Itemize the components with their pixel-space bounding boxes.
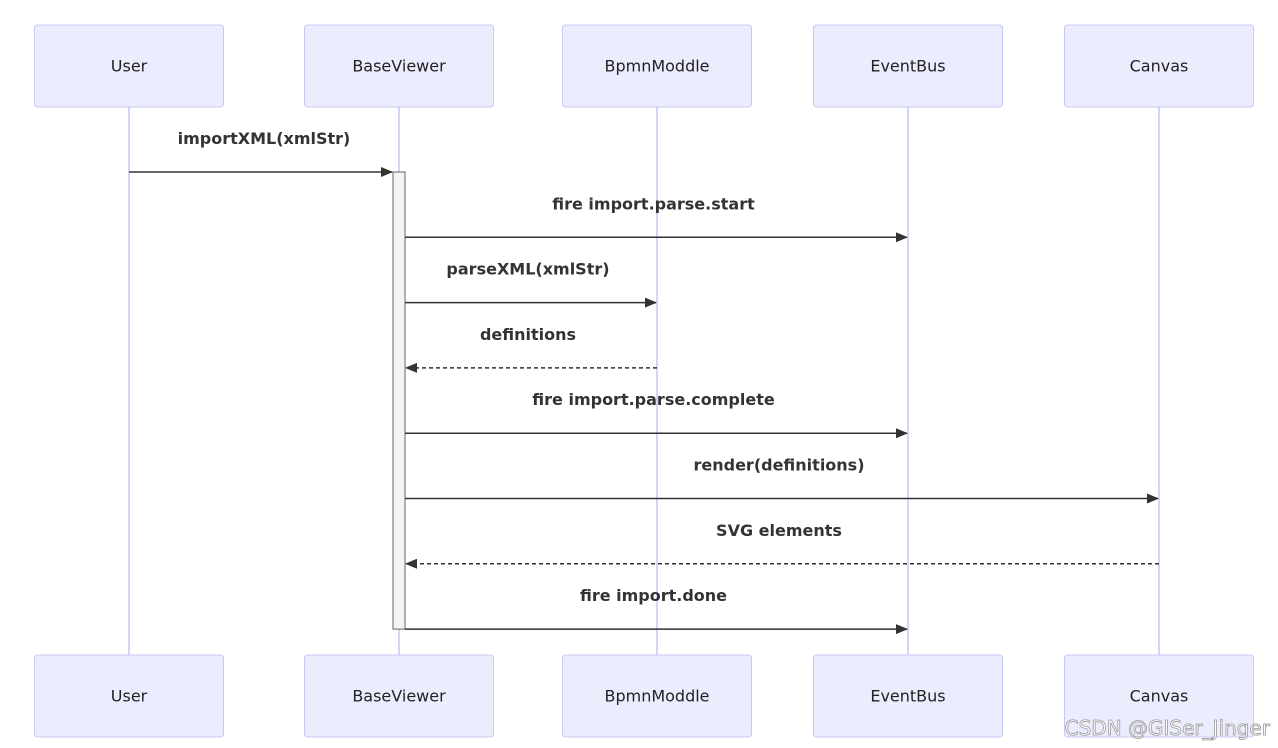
actor-box bbox=[1064, 24, 1254, 108]
actor-canvas-top: Canvas bbox=[1064, 24, 1254, 108]
message-8: fire import.done bbox=[405, 586, 908, 635]
activation-bar-baseviewer bbox=[392, 171, 406, 630]
actor-box bbox=[304, 24, 494, 108]
message-label: importXML(xmlStr) bbox=[178, 129, 351, 148]
message-7: SVG elements bbox=[405, 521, 1159, 569]
message-3: parseXML(xmlStr) bbox=[405, 260, 657, 308]
watermark-text: CSDN @GISer_Jinger bbox=[1065, 716, 1271, 740]
message-4: definitions bbox=[405, 325, 657, 373]
actor-label: User bbox=[111, 687, 148, 706]
message-label: fire import.parse.complete bbox=[532, 390, 775, 409]
actor-baseviewer-top: BaseViewer bbox=[304, 24, 494, 108]
actor-box bbox=[34, 24, 224, 108]
actor-canvas-bottom: Canvas bbox=[1064, 654, 1254, 738]
actor-bpmnmoddle-bottom: BpmnModdle bbox=[562, 654, 752, 738]
message-6: render(definitions) bbox=[405, 456, 1159, 504]
actor-label: BpmnModdle bbox=[604, 687, 709, 706]
actor-box bbox=[562, 24, 752, 108]
actor-label: EventBus bbox=[870, 687, 945, 706]
message-5: fire import.parse.complete bbox=[405, 390, 908, 439]
message-2: fire import.parse.start bbox=[405, 194, 908, 243]
actor-label: User bbox=[111, 57, 148, 76]
actor-eventbus-top: EventBus bbox=[813, 24, 1003, 108]
actor-user-top: User bbox=[34, 24, 224, 108]
message-1: importXML(xmlStr) bbox=[129, 129, 393, 177]
actor-label: BaseViewer bbox=[352, 57, 446, 76]
actor-box bbox=[1064, 654, 1254, 738]
message-label: parseXML(xmlStr) bbox=[446, 260, 609, 279]
actor-box bbox=[813, 24, 1003, 108]
actor-baseviewer-bottom: BaseViewer bbox=[304, 654, 494, 738]
message-label: definitions bbox=[480, 325, 576, 344]
message-label: fire import.parse.start bbox=[552, 194, 755, 213]
actor-label: BpmnModdle bbox=[604, 57, 709, 76]
actor-box bbox=[34, 654, 224, 738]
actor-box bbox=[562, 654, 752, 738]
actor-bpmnmoddle-top: BpmnModdle bbox=[562, 24, 752, 108]
message-label: SVG elements bbox=[716, 521, 842, 540]
actor-label: Canvas bbox=[1130, 57, 1189, 76]
actor-label: Canvas bbox=[1130, 687, 1189, 706]
actor-label: EventBus bbox=[870, 57, 945, 76]
actor-eventbus-bottom: EventBus bbox=[813, 654, 1003, 738]
message-label: fire import.done bbox=[580, 586, 727, 605]
actor-label: BaseViewer bbox=[352, 687, 446, 706]
actor-box bbox=[304, 654, 494, 738]
actor-user-bottom: User bbox=[34, 654, 224, 738]
message-label: render(definitions) bbox=[693, 456, 864, 475]
actor-box bbox=[813, 654, 1003, 738]
